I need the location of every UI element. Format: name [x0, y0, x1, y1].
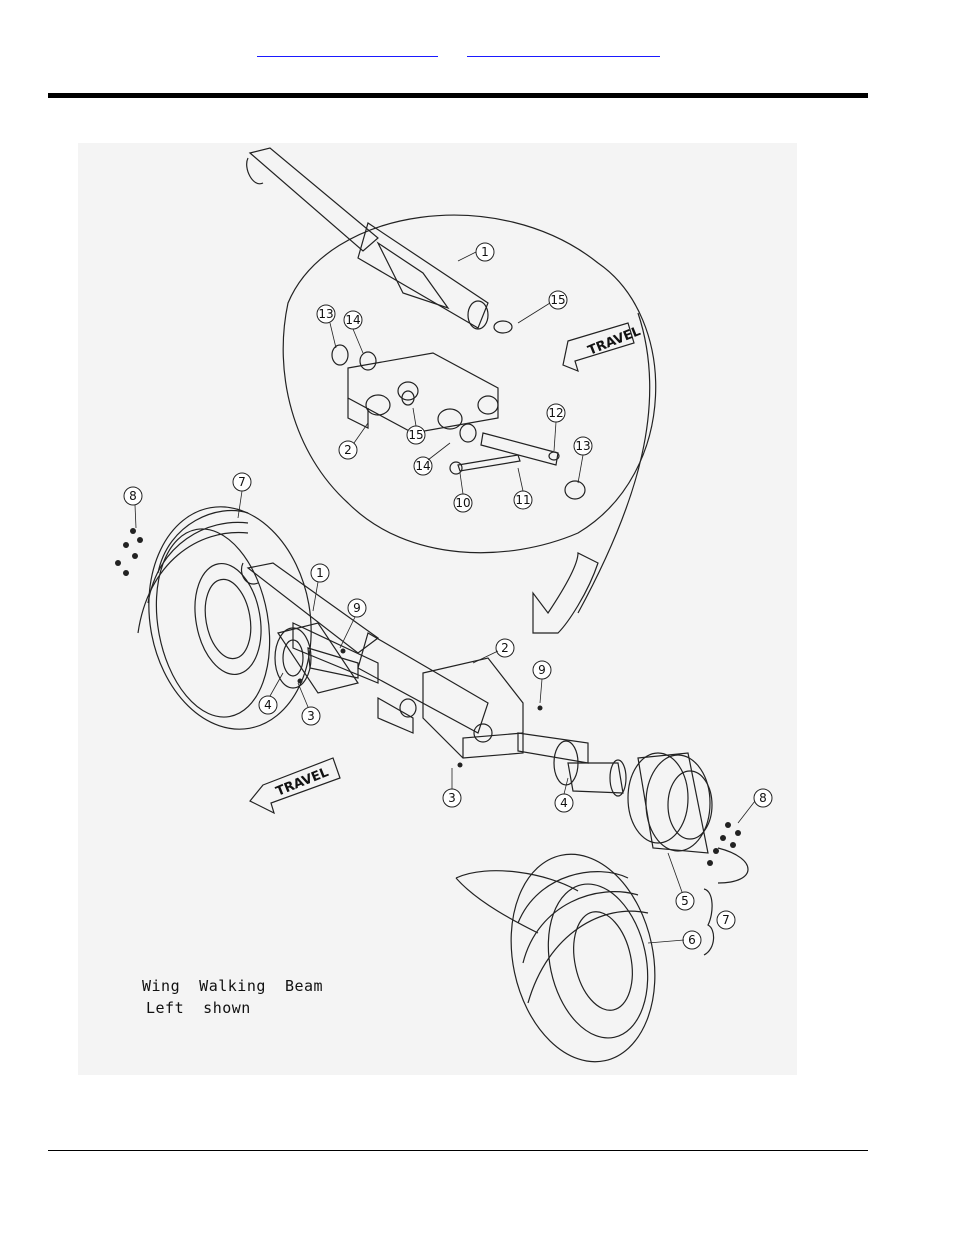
- header-link-right[interactable]: [467, 40, 660, 57]
- travel-label-detail: TRAVEL: [586, 324, 643, 359]
- header-link-left[interactable]: [257, 40, 438, 57]
- callout-label: 7: [238, 475, 246, 489]
- callout-label: 14: [415, 459, 430, 473]
- callout-label: 4: [560, 796, 568, 810]
- callout-label: 4: [264, 698, 272, 712]
- callout-label: 3: [448, 791, 456, 805]
- callout-label: 13: [318, 307, 333, 321]
- diagram-caption-subtitle: Left shown: [146, 997, 251, 1019]
- callout-label: 9: [538, 663, 546, 677]
- callout-label: 1: [481, 245, 489, 259]
- callout-label: 2: [501, 641, 509, 655]
- callout-label: 1: [316, 566, 324, 580]
- callout-label: 8: [129, 489, 137, 503]
- callout-label: 7: [722, 913, 730, 927]
- header-rule: [48, 93, 868, 98]
- callout-label: 11: [515, 493, 530, 507]
- callout-label: 15: [550, 293, 565, 307]
- callout-label: 14: [345, 313, 360, 327]
- leader-lines: [135, 252, 755, 943]
- callout-label: 3: [307, 709, 315, 723]
- callout-label: 15: [408, 428, 423, 442]
- callout-label: 8: [759, 791, 767, 805]
- callout-label: 5: [681, 894, 689, 908]
- callout-label: 6: [688, 933, 696, 947]
- callout-label: 10: [455, 496, 470, 510]
- diagram-drawing: 1 15 13 14 2 15 12 13 14 10 11 7 8 1 9 2…: [78, 143, 797, 1075]
- callout-label: 13: [575, 439, 590, 453]
- callout-label: 9: [353, 601, 361, 615]
- diagram-caption-title: Wing Walking Beam: [142, 975, 323, 997]
- callout-label: 12: [548, 406, 563, 420]
- footer-rule: [48, 1150, 868, 1151]
- callout-label: 2: [344, 443, 352, 457]
- callouts: [124, 243, 772, 949]
- parts-diagram: 1 15 13 14 2 15 12 13 14 10 11 7 8 1 9 2…: [78, 143, 797, 1075]
- callout-labels: 1 15 13 14 2 15 12 13 14 10 11 7 8 1 9 2…: [129, 245, 767, 947]
